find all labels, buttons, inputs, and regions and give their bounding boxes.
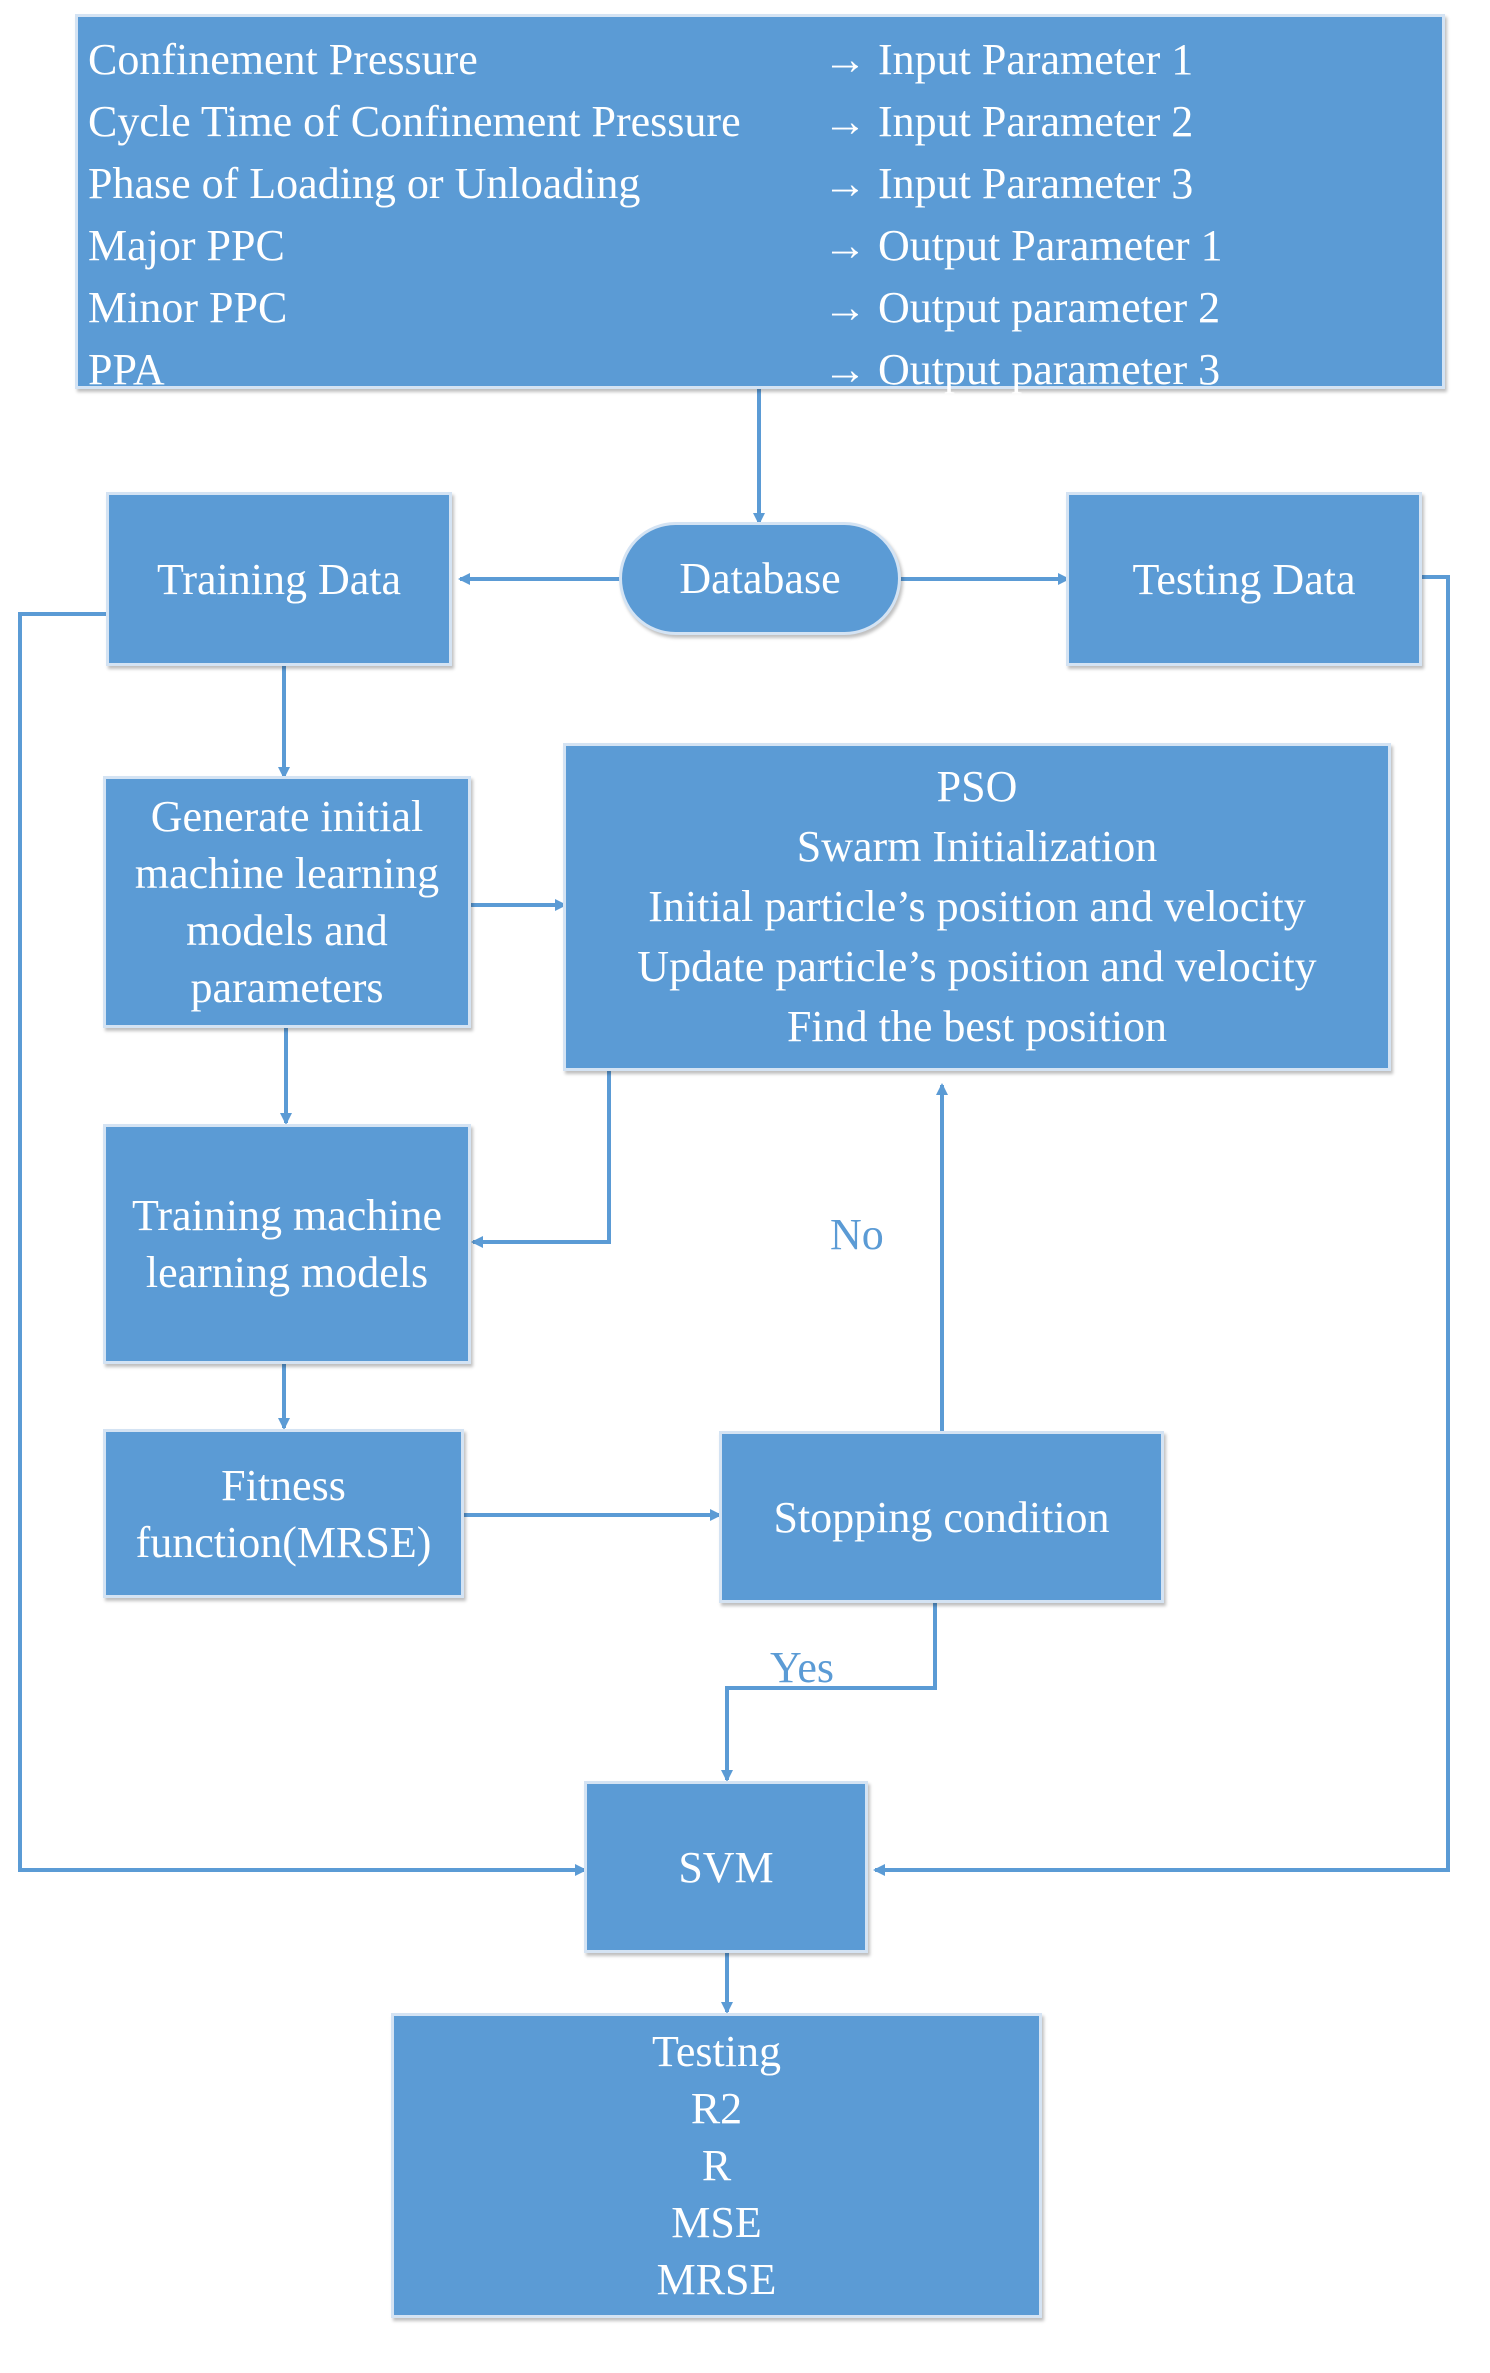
fitness-line: Fitness [221, 1460, 346, 1510]
generate-models-line: Generate initial [150, 792, 424, 841]
training-models-line: Training machine [132, 1191, 442, 1240]
edge-pso-to-training-models [471, 1070, 611, 1248]
param-row: Minor PPC → Output parameter 2 [88, 277, 1442, 339]
stopping-condition-label: Stopping condition [773, 1492, 1110, 1542]
param-name: Cycle Time of Confinement Pressure [88, 97, 741, 146]
param-name: PPA [88, 345, 165, 394]
generate-models-node: Generate initial machine learning models… [103, 776, 471, 1028]
parameter-box: Confinement Pressure → Input Parameter 1… [75, 14, 1445, 394]
pso-node: PSO Swarm Initialization Initial particl… [563, 743, 1391, 1071]
svm-node: SVM [584, 1781, 868, 1953]
edge-stopping-to-svm-yes [721, 1602, 937, 1782]
testing-metrics-node: Testing R2 R MSE MRSE [391, 2013, 1042, 2318]
metric-mrse: MRSE [656, 2255, 777, 2304]
testing-data-label: Testing Data [1132, 554, 1356, 604]
param-row: Major PPC → Output Parameter 1 [88, 215, 1442, 277]
training-models-line: learning models [145, 1248, 429, 1297]
param-role: → Input Parameter 3 [823, 159, 1194, 208]
param-role: → Input Parameter 2 [823, 97, 1194, 146]
training-models-node: Training machine learning models [103, 1124, 471, 1364]
param-row: Phase of Loading or Unloading → Input Pa… [88, 153, 1442, 215]
generate-models-line: parameters [190, 963, 384, 1012]
param-role: → Output parameter 2 [823, 283, 1221, 332]
metric-r2: R2 [690, 2084, 743, 2133]
fitness-node: Fitness function(MRSE) [103, 1429, 464, 1598]
param-role: → Output parameter 3 [823, 345, 1221, 394]
edge-testing-to-svm [873, 575, 1450, 1876]
param-row: Cycle Time of Confinement Pressure → Inp… [88, 91, 1442, 153]
testing-title: Testing [652, 2027, 781, 2076]
no-label: No [830, 1210, 884, 1259]
database-label: Database [679, 554, 841, 603]
testing-data-node: Testing Data [1066, 492, 1422, 666]
pso-step: Update particle’s position and velocity [637, 942, 1317, 991]
param-role: → Output Parameter 1 [823, 221, 1223, 270]
generate-models-line: models and [186, 906, 388, 955]
metric-mse: MSE [671, 2198, 762, 2247]
param-name: Confinement Pressure [88, 35, 478, 84]
svm-label: SVM [678, 1842, 774, 1892]
training-data-node: Training Data [106, 492, 452, 666]
param-role: → Input Parameter 1 [823, 35, 1194, 84]
yes-label: Yes [770, 1643, 835, 1692]
pso-step: Swarm Initialization [796, 822, 1158, 871]
param-name: Major PPC [88, 221, 285, 270]
param-row: Confinement Pressure → Input Parameter 1 [88, 29, 1442, 91]
training-data-label: Training Data [156, 554, 402, 604]
fitness-line: function(MRSE) [135, 1517, 432, 1567]
pso-title: PSO [936, 762, 1018, 811]
generate-models-line: machine learning [134, 849, 440, 898]
metric-r: R [701, 2141, 732, 2190]
stopping-condition-node: Stopping condition [719, 1431, 1164, 1603]
param-name: Minor PPC [88, 283, 288, 332]
param-name: Phase of Loading or Unloading [88, 159, 641, 208]
pso-step: Find the best position [786, 1002, 1168, 1051]
database-node: Database [619, 522, 901, 635]
edge-training-to-svm [18, 612, 587, 1876]
pso-step: Initial particle’s position and velocity [648, 882, 1306, 931]
param-row: PPA → Output parameter 3 [88, 339, 1442, 401]
